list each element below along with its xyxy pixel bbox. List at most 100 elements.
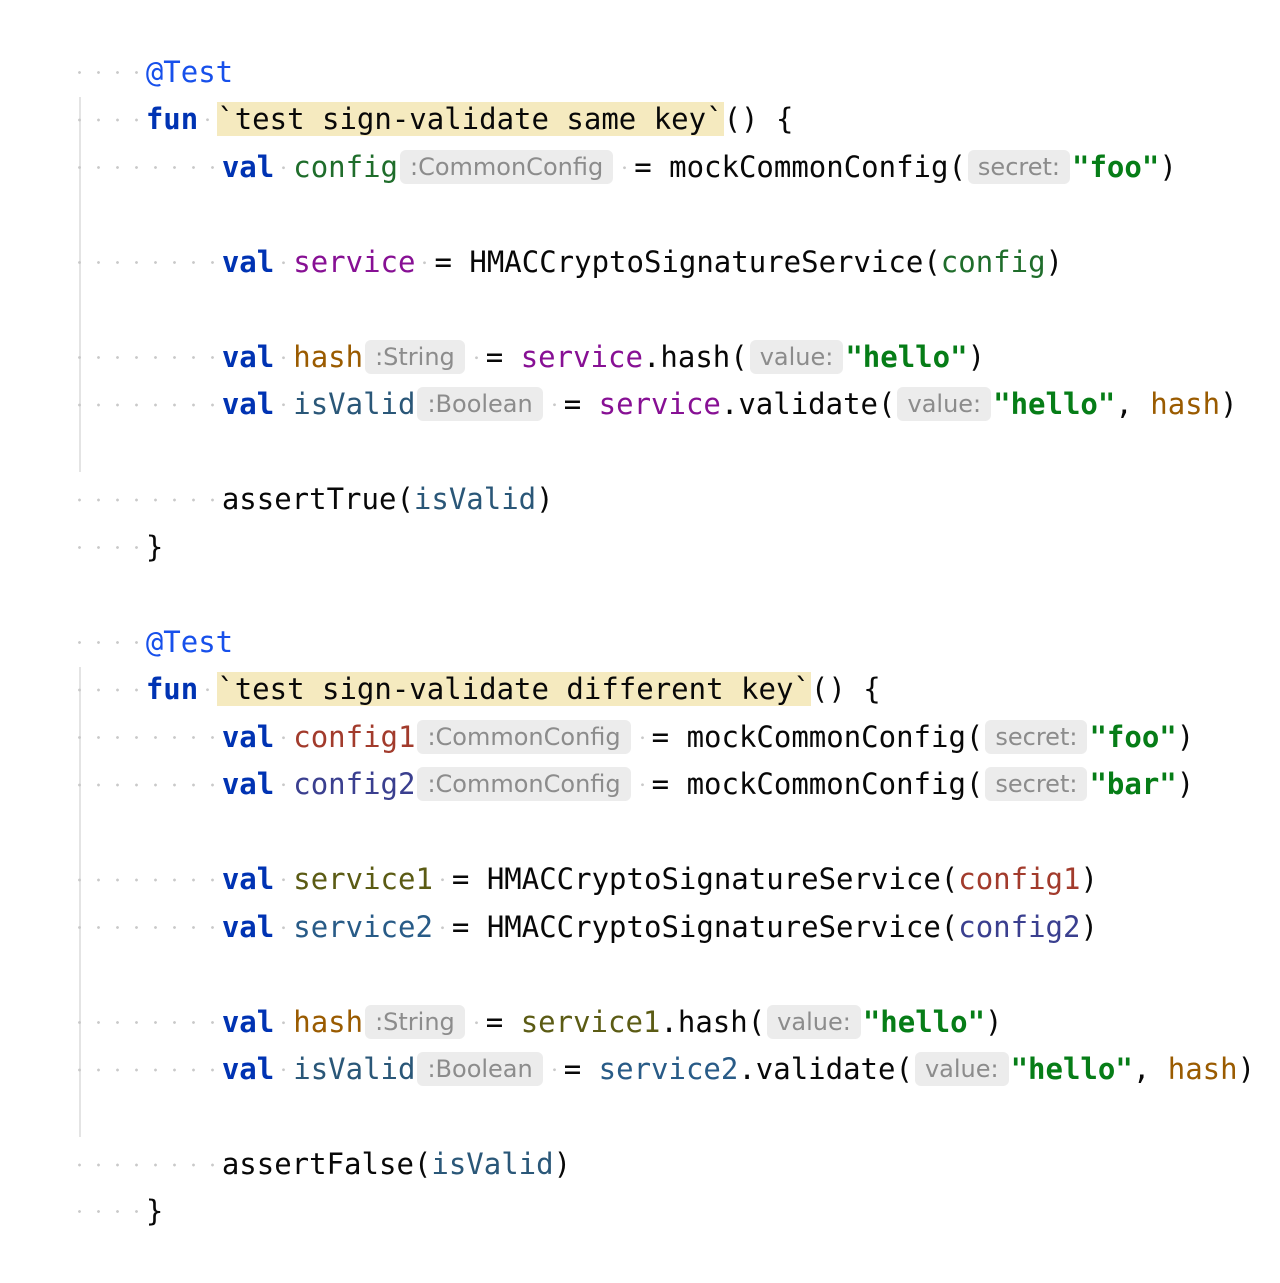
string-literal[interactable]: "foo" <box>1089 719 1177 754</box>
argument-reference[interactable]: isValid <box>413 482 537 516</box>
string-literal[interactable]: "hello" <box>993 387 1116 421</box>
test-annotation[interactable]: @Test <box>145 54 234 89</box>
constructor-call[interactable]: HMACCryptoSignatureService( <box>469 244 941 279</box>
variable-config2[interactable]: config2 <box>293 767 416 801</box>
type-inlay-hint: :CommonConfig <box>417 767 631 801</box>
whitespace <box>274 333 294 381</box>
parameter-inlay-hint: value: <box>749 339 844 374</box>
val-keyword[interactable]: val <box>221 244 275 279</box>
variable-service1[interactable]: service1 <box>293 862 433 896</box>
function-call[interactable]: assertTrue( <box>221 482 414 516</box>
code-line[interactable]: } <box>0 476 1280 571</box>
argument-reference[interactable]: isValid <box>431 1147 554 1181</box>
argument-reference[interactable]: config2 <box>958 909 1081 944</box>
constructor-call[interactable]: HMACCryptoSignatureService( <box>486 862 959 896</box>
code-line[interactable]: fun`test sign-validate different key`() … <box>0 619 1280 714</box>
string-literal[interactable]: "hello" <box>845 339 968 374</box>
parameter-inlay-hint: secret: <box>985 719 1088 754</box>
function-call[interactable]: mockCommonConfig( <box>669 149 966 184</box>
variable-config[interactable]: config <box>293 149 398 184</box>
argument-reference[interactable]: hash <box>1167 1052 1238 1086</box>
receiver-reference[interactable]: service <box>520 339 643 374</box>
assignment-operator: = <box>434 244 470 279</box>
variable-isvalid[interactable]: isValid <box>293 1052 416 1086</box>
string-literal[interactable]: "bar" <box>1089 767 1177 801</box>
fun-keyword[interactable]: fun <box>145 672 199 706</box>
whitespace <box>274 1046 294 1094</box>
whitespace <box>198 666 218 714</box>
receiver-reference[interactable]: service2 <box>598 1052 739 1086</box>
whitespace <box>274 998 294 1046</box>
receiver-reference[interactable]: service <box>598 387 721 421</box>
argument-reference[interactable]: config1 <box>958 862 1081 896</box>
code-line[interactable]: @Test <box>0 571 1280 666</box>
code-line[interactable]: assertFalse(isValid) <box>0 1094 1280 1189</box>
close-paren: ) <box>536 482 554 516</box>
code-line[interactable]: val service = HMACCryptoSignatureService(c… <box>0 191 1280 286</box>
test-function-name[interactable]: `test sign-validate same key` <box>217 102 724 136</box>
receiver-reference[interactable]: service1 <box>520 1004 661 1039</box>
close-paren: ) <box>1159 149 1177 184</box>
type-inlay-hint: :String <box>365 1004 465 1039</box>
val-keyword[interactable]: val <box>221 387 275 421</box>
whitespace <box>274 143 294 191</box>
string-literal[interactable]: "foo" <box>1072 149 1160 184</box>
val-keyword[interactable]: val <box>221 1052 275 1086</box>
indent-whitespace <box>69 523 146 571</box>
variable-config1[interactable]: config1 <box>293 719 416 754</box>
close-paren: ) <box>1237 1052 1256 1086</box>
assignment-operator: = <box>563 1052 599 1086</box>
function-call[interactable]: mockCommonConfig( <box>686 767 984 801</box>
constructor-call[interactable]: HMACCryptoSignatureService( <box>486 909 959 944</box>
argument-reference[interactable]: config <box>940 244 1046 279</box>
code-line[interactable]: assertTrue(isValid) <box>0 429 1280 524</box>
method-call[interactable]: .validate( <box>738 1052 913 1086</box>
whitespace <box>544 381 564 429</box>
val-keyword[interactable]: val <box>221 149 275 184</box>
val-keyword[interactable]: val <box>221 862 275 896</box>
parameter-inlay-hint: secret: <box>967 149 1070 184</box>
method-call[interactable]: .validate( <box>720 387 896 421</box>
variable-isvalid[interactable]: isValid <box>293 387 416 421</box>
code-line[interactable]: @Test <box>0 1 1280 96</box>
parameter-inlay-hint: secret: <box>985 767 1088 801</box>
val-keyword[interactable]: val <box>221 909 275 944</box>
function-call[interactable]: assertFalse( <box>221 1147 432 1181</box>
val-keyword[interactable]: val <box>221 719 275 754</box>
whitespace <box>466 333 486 381</box>
code-line[interactable]: fun`test sign-validate same key`() { <box>0 49 1280 144</box>
val-keyword[interactable]: val <box>221 1004 275 1039</box>
argument-reference[interactable]: hash <box>1150 387 1221 421</box>
variable-hash[interactable]: hash <box>293 339 364 374</box>
test-annotation[interactable]: @Test <box>145 624 234 659</box>
whitespace <box>274 381 294 429</box>
method-call[interactable]: .hash( <box>660 1004 766 1039</box>
variable-service2[interactable]: service2 <box>293 909 433 944</box>
whitespace <box>274 856 294 904</box>
code-editor[interactable]: @Test fun`test sign-validate same key`()… <box>0 0 1280 1235</box>
val-keyword[interactable]: val <box>221 339 275 374</box>
string-literal[interactable]: "hello" <box>1010 1052 1133 1086</box>
indent-whitespace <box>69 96 146 144</box>
code-line[interactable]: } <box>0 1140 1280 1235</box>
variable-service[interactable]: service <box>293 244 416 279</box>
whitespace <box>615 143 635 191</box>
variable-hash[interactable]: hash <box>293 1004 364 1039</box>
test-function-name[interactable]: `test sign-validate different key` <box>217 672 811 706</box>
whitespace <box>544 1046 564 1094</box>
function-call[interactable]: mockCommonConfig( <box>686 719 984 754</box>
parameter-inlay-hint: value: <box>897 387 992 421</box>
val-keyword[interactable]: val <box>221 767 275 801</box>
method-call[interactable]: .hash( <box>642 339 748 374</box>
string-literal[interactable]: "hello" <box>862 1004 986 1039</box>
fun-keyword[interactable]: fun <box>145 102 199 136</box>
